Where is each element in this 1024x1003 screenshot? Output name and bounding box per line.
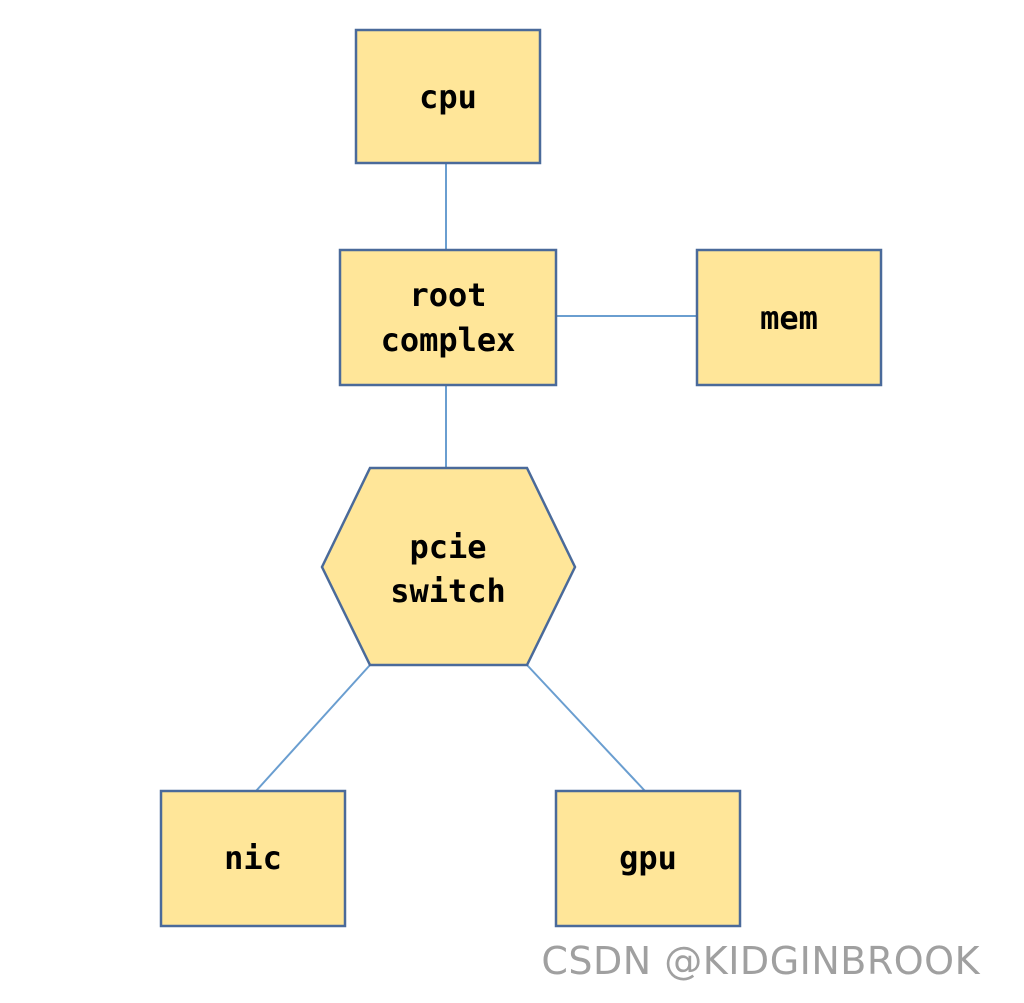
node-gpu: gpu [554, 789, 742, 928]
node-pcie-switch: pcie switch [320, 466, 577, 667]
node-nic: nic [159, 789, 347, 928]
node-cpu-box [354, 28, 542, 165]
node-gpu-label: gpu [619, 839, 677, 877]
node-root-complex-box [338, 248, 558, 387]
node-nic-box [159, 789, 347, 928]
node-mem-label: mem [760, 299, 818, 337]
node-pcie-switch-hexagon [320, 466, 577, 667]
node-mem-box [695, 248, 883, 387]
node-cpu: cpu [354, 28, 542, 165]
node-gpu-box [554, 789, 742, 928]
node-mem: mem [695, 248, 883, 387]
watermark-text: CSDN @KIDGINBROOK [541, 939, 980, 983]
node-root-complex-label-line1: root [409, 276, 486, 314]
node-root-complex: root complex [338, 248, 558, 387]
node-root-complex-label-line2: complex [381, 321, 516, 359]
node-pcie-switch-label-line2: switch [390, 572, 506, 610]
node-nic-label: nic [224, 839, 282, 877]
edges [255, 163, 697, 792]
edge-pcie-switch-nic [255, 664, 371, 792]
node-pcie-switch-label-line1: pcie [409, 528, 486, 566]
edge-pcie-switch-gpu [526, 664, 646, 792]
node-cpu-label: cpu [419, 78, 477, 116]
